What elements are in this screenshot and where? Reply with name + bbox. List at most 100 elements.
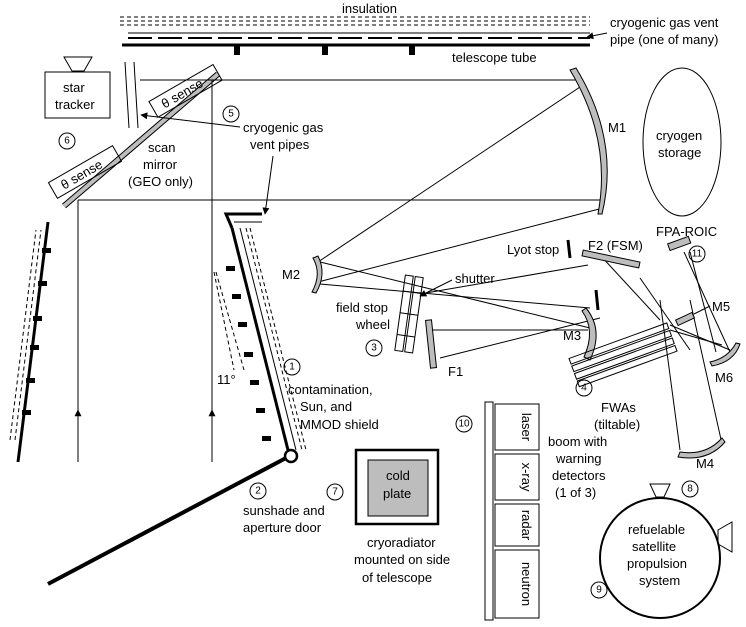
shield-label-3: MMOD shield <box>300 417 379 432</box>
cryoradiator-label-1: cryoradiator <box>367 535 436 550</box>
propulsion-nozzle-side <box>717 521 733 553</box>
propulsion-label-1: refuelable <box>628 522 685 537</box>
callout-2-marker <box>249 482 267 500</box>
propulsion-nozzle-top <box>649 483 671 498</box>
cold-plate <box>367 459 429 517</box>
shutter-arrow <box>419 279 453 297</box>
boom <box>484 401 494 621</box>
left-sunshade-wall <box>9 221 51 463</box>
vent-pipes-arrow-down <box>262 155 274 215</box>
f2-label: F2 (FSM) <box>588 238 643 253</box>
vent-pipe-vertical <box>133 61 139 129</box>
angle-guide <box>213 271 235 371</box>
propulsion-label-3: propulsion <box>627 556 687 571</box>
vent-pipe-top-label-1: cryogenic gas vent <box>610 15 719 30</box>
vent-pipes-label-2: vent pipes <box>250 137 310 152</box>
m5-mirror <box>674 311 696 327</box>
lyot-stop-upper <box>566 239 572 259</box>
laser-detector <box>494 403 540 451</box>
theta-sense-box-upper <box>148 63 223 118</box>
callout-10-marker <box>455 415 473 433</box>
f2-mirror <box>581 249 641 269</box>
callout-9: 9 <box>596 585 602 596</box>
callout-6: 6 <box>64 136 70 147</box>
telescope-tube-label: telescope tube <box>452 50 537 65</box>
m2-mirror <box>311 255 323 294</box>
cryogen-label-2: storage <box>658 145 701 160</box>
fpa-roic <box>666 235 692 252</box>
neutron-label: neutron <box>519 562 534 606</box>
m1-label: M1 <box>608 120 626 135</box>
vent-pipe-top-label-2: pipe (one of many) <box>610 32 718 47</box>
vent-pipe-top <box>128 32 590 39</box>
m3-mirror <box>581 307 597 361</box>
callout-7-marker <box>326 483 344 501</box>
vent-pipes-label-1: cryogenic gas <box>243 120 324 135</box>
vent-pipes-arrow-left <box>140 112 241 128</box>
radar-detector <box>494 503 540 547</box>
cryogen-storage-tank <box>642 67 722 217</box>
shutter-label: shutter <box>455 271 495 286</box>
sunshade-label-1: sunshade and <box>243 503 325 518</box>
callout-8-marker <box>681 480 699 498</box>
cold-plate-label-1: cold <box>386 468 410 483</box>
xray-detector <box>494 453 540 501</box>
door-hinge <box>283 448 299 464</box>
cryoradiator-label-2: mounted on side <box>354 552 450 567</box>
vent-pipe-top-arrow <box>586 32 608 40</box>
cryoradiator-label-3: of telescope <box>362 570 432 585</box>
m6-mirror <box>709 342 741 367</box>
fwas-label-2: (tiltable) <box>594 417 640 432</box>
lyot-stop-label: Lyot stop <box>507 242 559 257</box>
insulation-layer <box>120 16 590 26</box>
star-tracker-box <box>44 71 111 119</box>
m5-leader <box>693 305 711 315</box>
scan-mirror-label-1: scan <box>148 140 175 155</box>
callout-11: 11 <box>692 249 703 260</box>
callout-9-marker <box>590 581 608 599</box>
callout-3: 3 <box>371 343 377 354</box>
star-tracker-baffle <box>63 56 93 72</box>
sunshade-label-2: aperture door <box>243 520 322 535</box>
tube-bracket <box>234 46 240 55</box>
callout-4: 4 <box>581 383 587 394</box>
m2-label: M2 <box>282 267 300 282</box>
f1-mirror <box>424 319 438 369</box>
m3-label: M3 <box>563 328 581 343</box>
callout-2: 2 <box>255 486 261 497</box>
fwas-assembly <box>568 322 678 388</box>
insulation-label: insulation <box>342 1 397 16</box>
optical-ray-paths <box>77 79 731 462</box>
callout-3-marker <box>365 339 383 357</box>
scan-mirror-label-2: mirror <box>143 157 178 172</box>
m6-label: M6 <box>715 370 733 385</box>
xray-label: x-ray <box>519 463 534 492</box>
callout-11-marker <box>688 245 706 263</box>
callout-10: 10 <box>458 419 470 430</box>
boom-label-4: (1 of 3) <box>555 485 596 500</box>
propulsion-label-4: system <box>639 573 680 588</box>
lyot-stop-lower <box>594 289 600 311</box>
angle-label: 11° <box>217 372 236 387</box>
tube-bracket <box>322 46 328 55</box>
radar-label: radar <box>519 510 534 541</box>
boom-label-2: warning <box>555 451 602 466</box>
angle-guide <box>215 271 245 371</box>
neutron-detector <box>494 549 540 619</box>
m1-mirror <box>569 67 608 215</box>
field-stop-label-2: wheel <box>355 317 390 332</box>
m4-label: M4 <box>696 456 714 471</box>
callout-6-marker <box>58 132 76 150</box>
fpa-roic-label: FPA-ROIC <box>656 224 717 239</box>
scan-mirror-label-3: (GEO only) <box>128 174 193 189</box>
boom-label-3: detectors <box>552 468 606 483</box>
callout-1-marker <box>283 358 301 376</box>
star-tracker-label-2: tracker <box>55 97 95 112</box>
f1-label: F1 <box>448 364 463 379</box>
cryogen-label-1: cryogen <box>656 128 702 143</box>
vent-pipe-vertical <box>124 61 130 129</box>
contamination-shield <box>223 212 307 451</box>
shield-label-2: Sun, and <box>300 399 352 414</box>
callout-4-marker <box>575 379 593 397</box>
